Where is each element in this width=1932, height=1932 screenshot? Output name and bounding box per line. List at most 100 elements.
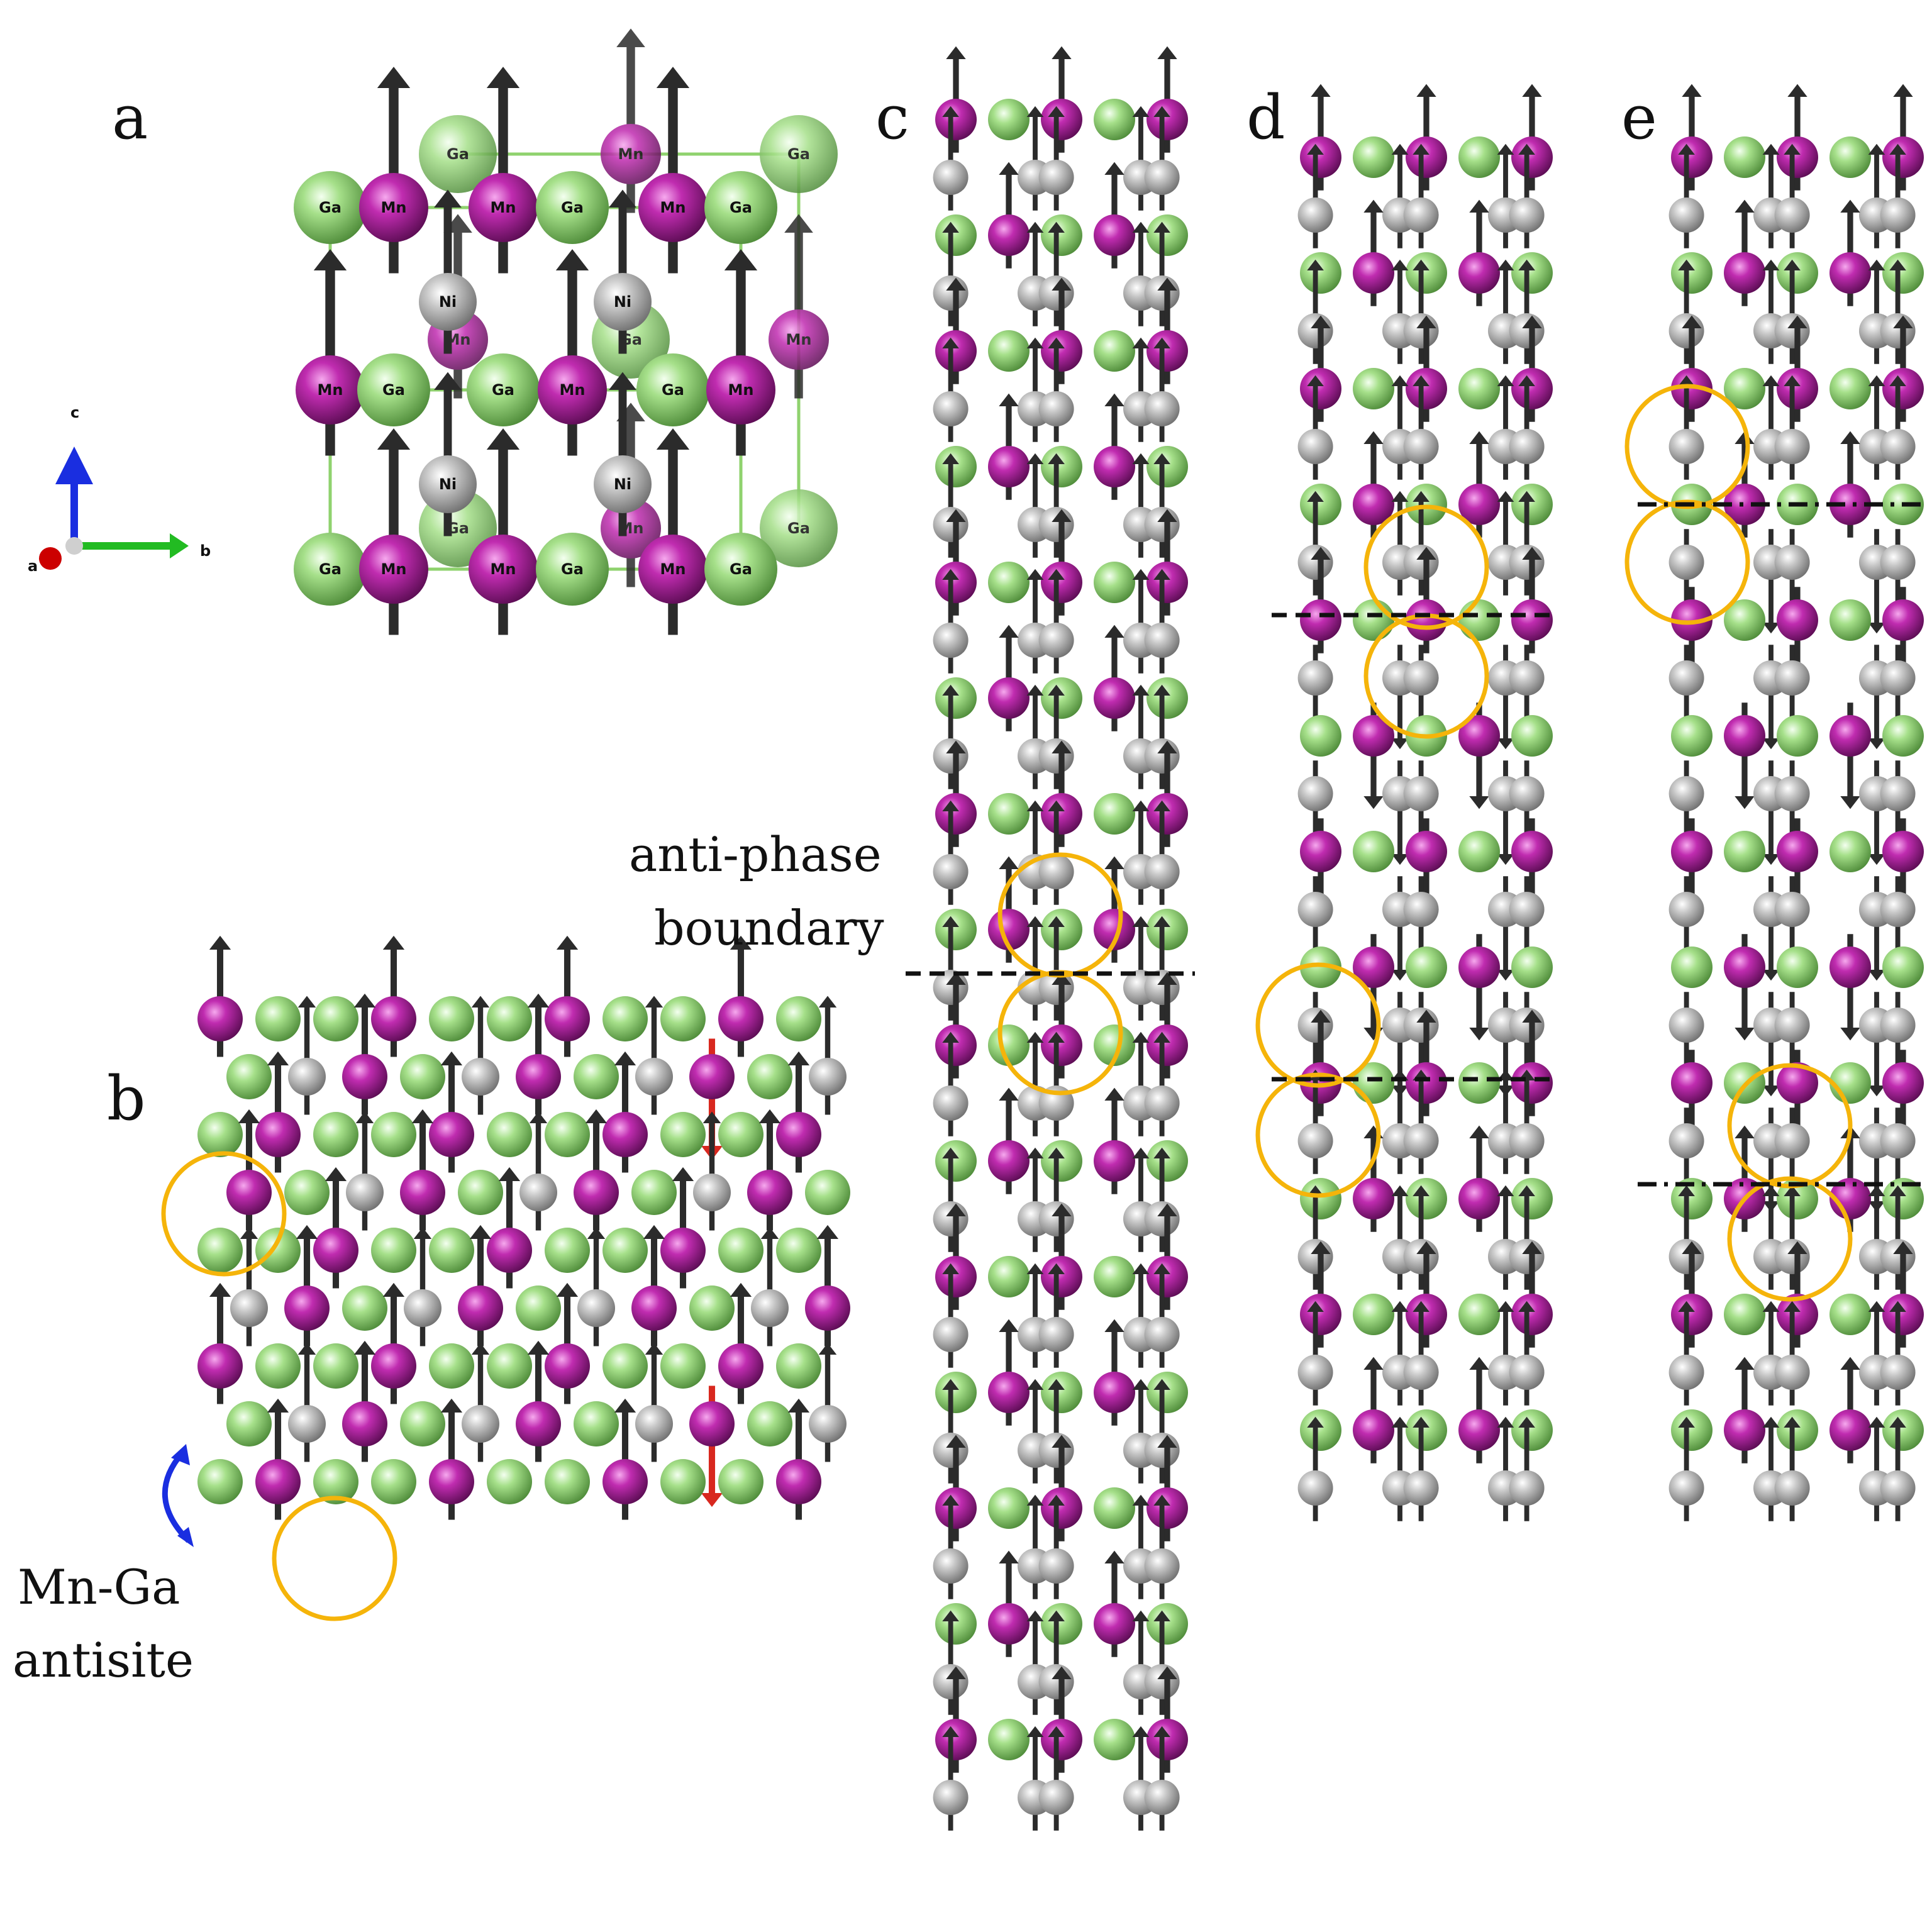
spin-arrow-head xyxy=(1413,259,1430,270)
ni-atom xyxy=(1297,545,1333,580)
ga-atom xyxy=(1094,99,1135,140)
ga-atom xyxy=(429,996,474,1041)
mn-atom xyxy=(601,124,661,184)
ni-atom xyxy=(1144,275,1180,311)
spin-arrow-head xyxy=(614,1398,636,1413)
spin-arrow-head xyxy=(1893,1241,1913,1254)
ni-atom xyxy=(1403,660,1439,696)
spin-arrow-head xyxy=(1497,1416,1514,1428)
ni-atom xyxy=(1297,429,1333,464)
mn-atom xyxy=(1724,252,1765,294)
atom-label-ga: Ga xyxy=(730,560,752,578)
spin-arrow-head xyxy=(1048,221,1065,233)
spin-arrow-head xyxy=(1497,1301,1514,1312)
mn-atom xyxy=(601,498,661,558)
atom-label-ga: Ga xyxy=(561,560,584,578)
ga-atom xyxy=(988,1719,1030,1760)
mn-atom xyxy=(1511,599,1553,641)
spin-arrow-head xyxy=(946,1435,966,1448)
mn-atom xyxy=(935,1024,977,1066)
spin-arrow-head xyxy=(267,1398,289,1413)
spin-arrow-head xyxy=(1840,1028,1860,1041)
spin-arrow-head xyxy=(1026,916,1044,927)
ga-atom xyxy=(935,446,977,487)
spin-arrow-head xyxy=(1026,1147,1044,1158)
mn-atom xyxy=(1041,1719,1082,1760)
spin-arrow-head xyxy=(1469,199,1489,213)
ga-atom xyxy=(458,1170,503,1215)
ni-atom xyxy=(1880,892,1916,927)
ga-atom xyxy=(660,996,706,1041)
spin-arrow-head xyxy=(946,509,966,522)
spin-arrow-head xyxy=(1052,1435,1072,1448)
ni-atom xyxy=(1144,854,1180,889)
ga-atom xyxy=(400,1054,445,1099)
spin-arrow-head xyxy=(1868,143,1885,155)
spin-arrow-head xyxy=(942,221,959,233)
ni-atom xyxy=(1038,1548,1074,1584)
ga-atom xyxy=(313,1112,358,1157)
ga-atom xyxy=(602,1343,648,1389)
spin-arrow-head xyxy=(1311,315,1331,328)
spin-arrow-head xyxy=(1682,1241,1702,1254)
mn-atom xyxy=(469,535,538,604)
spin-arrow-head xyxy=(1889,259,1906,270)
spin-arrow-head xyxy=(527,1340,550,1355)
ga-atom xyxy=(935,677,977,719)
spin-arrow-head xyxy=(1153,916,1170,927)
mn-atom xyxy=(1777,831,1818,872)
spin-arrow-head xyxy=(1522,1009,1542,1023)
mn-atom xyxy=(1094,1372,1135,1413)
ga-atom xyxy=(487,996,532,1041)
ga-atom xyxy=(1458,831,1500,872)
mn-atom xyxy=(602,1459,648,1504)
ni-atom xyxy=(594,455,652,513)
spin-arrow-head xyxy=(556,935,579,950)
panel-c-column xyxy=(933,46,1188,1831)
spin-arrow-head xyxy=(1363,431,1384,444)
spin-arrow-head xyxy=(1889,143,1906,155)
mn-atom xyxy=(458,1285,503,1331)
ni-atom xyxy=(1509,776,1545,811)
ga-atom xyxy=(805,1170,850,1215)
mn-atom xyxy=(1777,599,1818,641)
ga-atom xyxy=(1041,909,1082,950)
spin-arrow-head xyxy=(587,1227,606,1239)
ga-atom xyxy=(357,353,430,426)
spin-arrow-head xyxy=(946,1203,966,1216)
panel-b-supercell xyxy=(197,935,850,1520)
atom-label-mn: Mn xyxy=(381,560,407,578)
ni-atom xyxy=(1668,1355,1704,1390)
spin-arrow-head xyxy=(1048,337,1065,348)
atom-label-ga: Ga xyxy=(382,381,405,399)
mn-atom xyxy=(538,355,607,425)
spin-arrow-head xyxy=(942,1726,959,1737)
ga-atom xyxy=(1094,793,1135,835)
ni-atom xyxy=(1774,1239,1810,1274)
mn-atom xyxy=(769,309,829,370)
spin-arrow-head xyxy=(643,1224,665,1239)
ga-atom xyxy=(371,1112,416,1157)
mn-atom xyxy=(1300,1062,1341,1104)
spin-arrow-head xyxy=(1416,1009,1436,1023)
ga-atom xyxy=(1511,484,1553,525)
mn-atom xyxy=(1406,136,1447,178)
ga-atom xyxy=(1041,1140,1082,1182)
mn-atom xyxy=(747,1170,792,1215)
spin-arrow-head xyxy=(942,1031,959,1043)
ni-atom xyxy=(933,160,969,195)
spin-arrow-head xyxy=(1048,1726,1065,1737)
ni-atom xyxy=(1668,1008,1704,1043)
spin-arrow-head xyxy=(1307,143,1324,155)
ni-atom xyxy=(1144,507,1180,542)
spin-arrow-head xyxy=(1104,393,1124,406)
spin-arrow-head xyxy=(1153,106,1170,117)
ni-atom xyxy=(1509,313,1545,348)
ni-atom xyxy=(1144,738,1180,774)
mn-atom xyxy=(1882,1294,1924,1335)
spin-arrow-head xyxy=(1868,375,1885,386)
spin-arrow-head xyxy=(1678,1416,1695,1428)
spin-arrow-head xyxy=(614,1051,636,1065)
ni-atom xyxy=(1144,1317,1180,1352)
spin-arrow-head xyxy=(1762,970,1780,981)
